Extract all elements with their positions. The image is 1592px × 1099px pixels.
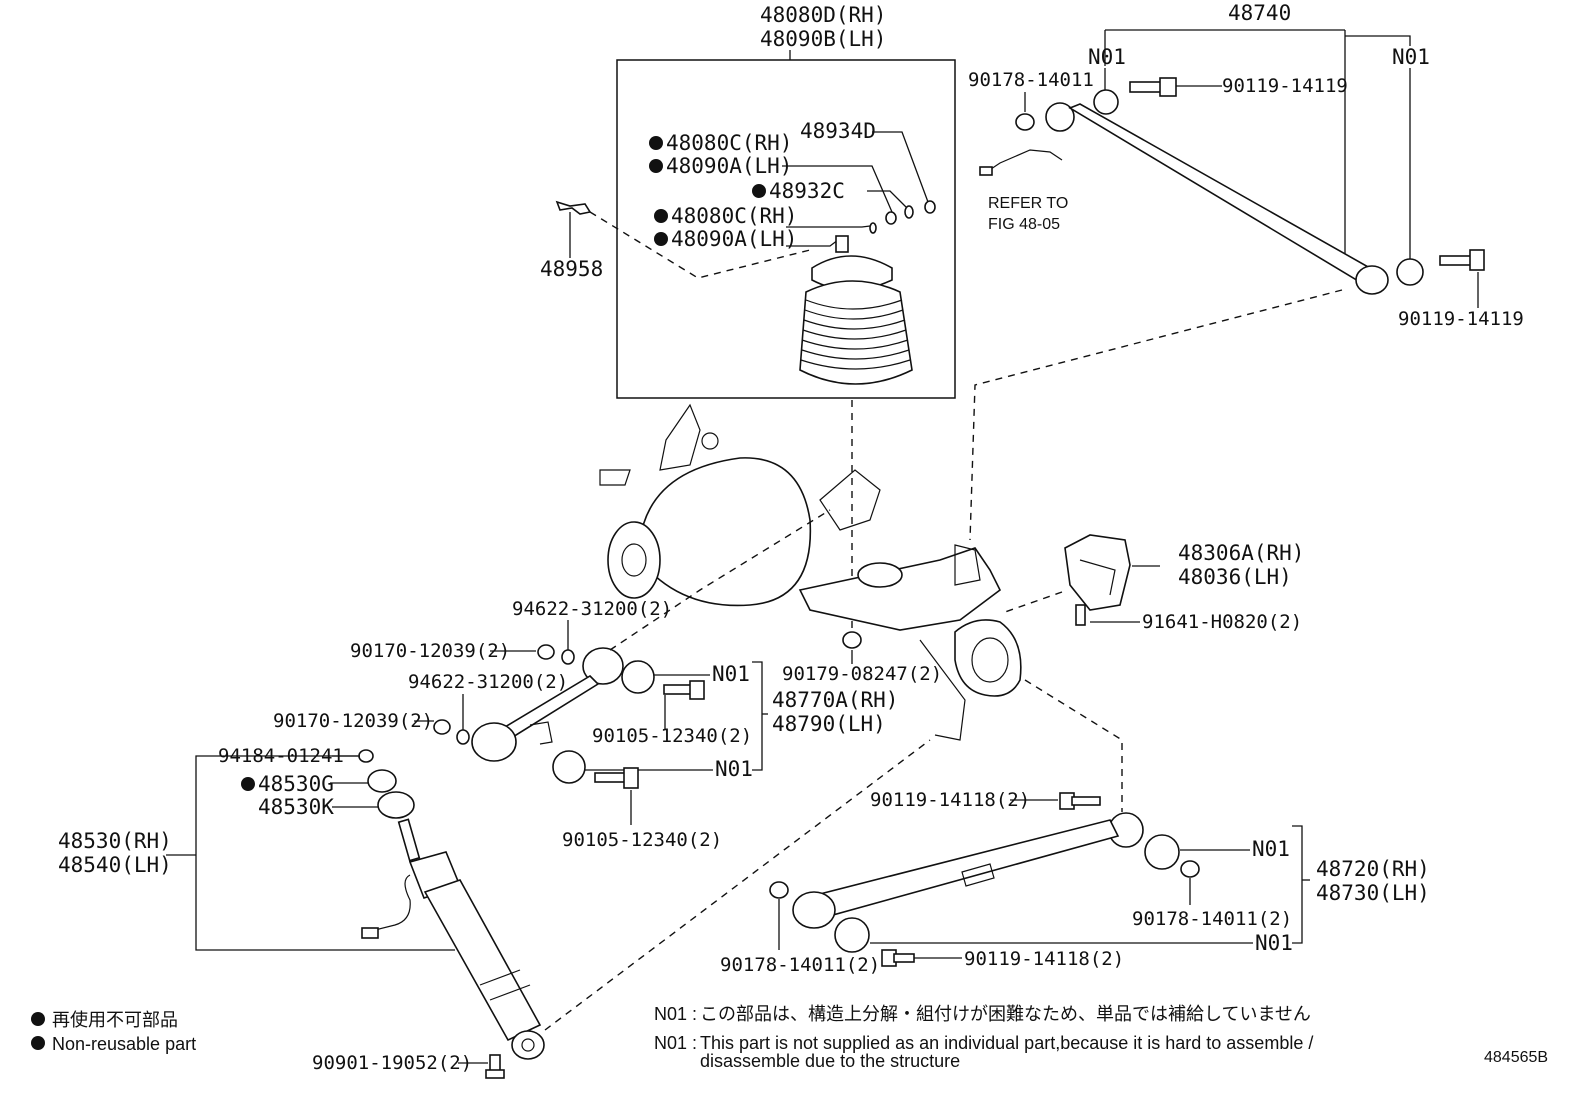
note-n01-en-prefix: N01 : [654,1033,697,1053]
label-bolt-90119-14119-bottom: 90119-14119 [1398,308,1524,330]
bolt-90105-a-part [663,680,705,700]
label-washer-94622-b: 94622-31200(2) [408,671,568,693]
label-bolt-90119-14118-a: 90119-14118(2) [870,789,1030,811]
nut-90178-14011-a-part [1180,860,1200,878]
legend-jp: 再使用不可部品 [52,1010,178,1030]
lateral-rod-part [1045,102,1389,295]
rear-axle-housing [599,403,1022,741]
nut-90170-a-part [537,644,555,660]
label-shock-lh: 48540(LH) [58,853,172,877]
bolt-90119-14118-a-part [1059,792,1101,810]
label-nut-90170-a: 90170-12039(2) [350,640,510,662]
label-bolt-90119-14119-top: 90119-14119 [1222,75,1348,97]
label-nut-90170-b: 90170-12039(2) [273,710,433,732]
nut-90178-part [1015,113,1035,131]
bolt-90105-b-part [594,767,639,789]
label-n01-lower-arm-1: N01 [1252,837,1290,861]
label-bolt-91641: 91641-H0820(2) [1142,611,1302,633]
label-nut-90178-14011-b: 90178-14011(2) [720,954,880,976]
bracket-48306a-part [1064,534,1131,611]
bushing-n01-upper-1 [621,660,655,694]
bushing-n01-left-top [1093,89,1119,115]
label-cushion-48530g: 48530G [258,772,334,796]
bolt-91641-part [1075,604,1086,626]
lower-arm-part [792,812,1144,929]
label-bracket-lh: 48036(LH) [1178,565,1292,589]
nut-90178-14011-b-part [769,881,789,899]
label-bolt-90105-b: 90105-12340(2) [562,829,722,851]
bushing-n01-lower-2 [834,917,870,953]
label-bracket-rh: 48306A(RH) [1178,541,1304,565]
label-air-spring-sub-rh-1: 48080C(RH) [666,131,792,155]
upper-arm-part [471,647,624,762]
label-air-spring-sub-rh-2: 48080C(RH) [671,204,797,228]
label-nut-90178-14011: 90178-14011 [968,69,1094,91]
label-lower-arm-lh: 48730(LH) [1316,881,1430,905]
label-upper-arm-lh: 48790(LH) [772,712,886,736]
label-air-spring-lh: 48090B(LH) [760,27,886,51]
gasket-part [924,200,936,214]
label-bolt-90901: 90901-19052(2) [312,1052,472,1074]
label-bolt-90119-14118-b: 90119-14118(2) [964,948,1124,970]
clip-48958 [555,200,592,215]
oring-small-part [885,211,897,225]
bolt-90119-top-part [1129,77,1177,97]
refer-hose-icon [979,149,1063,176]
nut-90170-b-part [433,719,451,735]
figure-id: 484565B [1484,1049,1548,1066]
label-cushion-48530k: 48530K [258,795,334,819]
label-oring-48932c: 48932C [769,179,845,203]
oring-part [904,205,914,219]
label-gasket-48934d: 48934D [800,119,876,143]
seal-part [869,222,877,234]
label-n01-left-top: N01 [1088,45,1126,69]
bolt-90901-part [485,1054,505,1079]
legend-en: Non-reusable part [52,1034,196,1054]
cushion-48530k-part [377,791,415,819]
nut-90179-part [842,631,862,649]
air-spring-bellows [799,235,913,385]
note-n01-en-line2: disassemble due to the structure [700,1051,960,1071]
note-n01-jp-prefix: N01 : [654,1004,697,1024]
label-air-spring-sub-lh-1: 48090A(LH) [666,154,792,178]
label-air-spring-sub-lh-2: 48090A(LH) [671,227,797,251]
label-refer-line2: FIG 48-05 [988,216,1060,233]
label-refer-line1: REFER TO [988,195,1068,212]
label-upper-arm-rh: 48770A(RH) [772,688,898,712]
label-n01-lower-arm-2: N01 [1255,931,1293,955]
washer-94622-b-part [456,729,470,745]
label-lateral-rod: 48740 [1228,1,1291,25]
note-n01-jp: この部品は、構造上分解・組付けが困難なため、単品では補給していません [700,1004,1311,1024]
bolt-90119-bottom-part [1439,249,1485,271]
label-shock-rh: 48530(RH) [58,829,172,853]
bushing-n01-upper-2 [552,750,586,784]
nut-94184-part [358,749,374,763]
label-clip-48958: 48958 [540,257,603,281]
washer-94622-a-part [561,649,575,665]
label-washer-94622-a: 94622-31200(2) [512,598,672,620]
bushing-n01-right-top [1396,258,1424,286]
label-n01-right-top: N01 [1392,45,1430,69]
label-air-spring-rh: 48080D(RH) [760,3,886,27]
label-bolt-90105-a: 90105-12340(2) [592,725,752,747]
label-n01-upper-arm-1: N01 [712,662,750,686]
label-n01-upper-arm-2: N01 [715,757,753,781]
bushing-n01-lower-1 [1144,834,1180,870]
label-nut-90178-14011-a: 90178-14011(2) [1132,908,1292,930]
label-lower-arm-rh: 48720(RH) [1316,857,1430,881]
bolt-90119-14118-b-part [881,949,915,967]
cushion-48530g-part [367,769,397,793]
note-n01-en-line1: This part is not supplied as an individu… [700,1033,1313,1053]
shock-absorber-part [361,818,545,1060]
label-nut-90179: 90179-08247(2) [782,663,942,685]
